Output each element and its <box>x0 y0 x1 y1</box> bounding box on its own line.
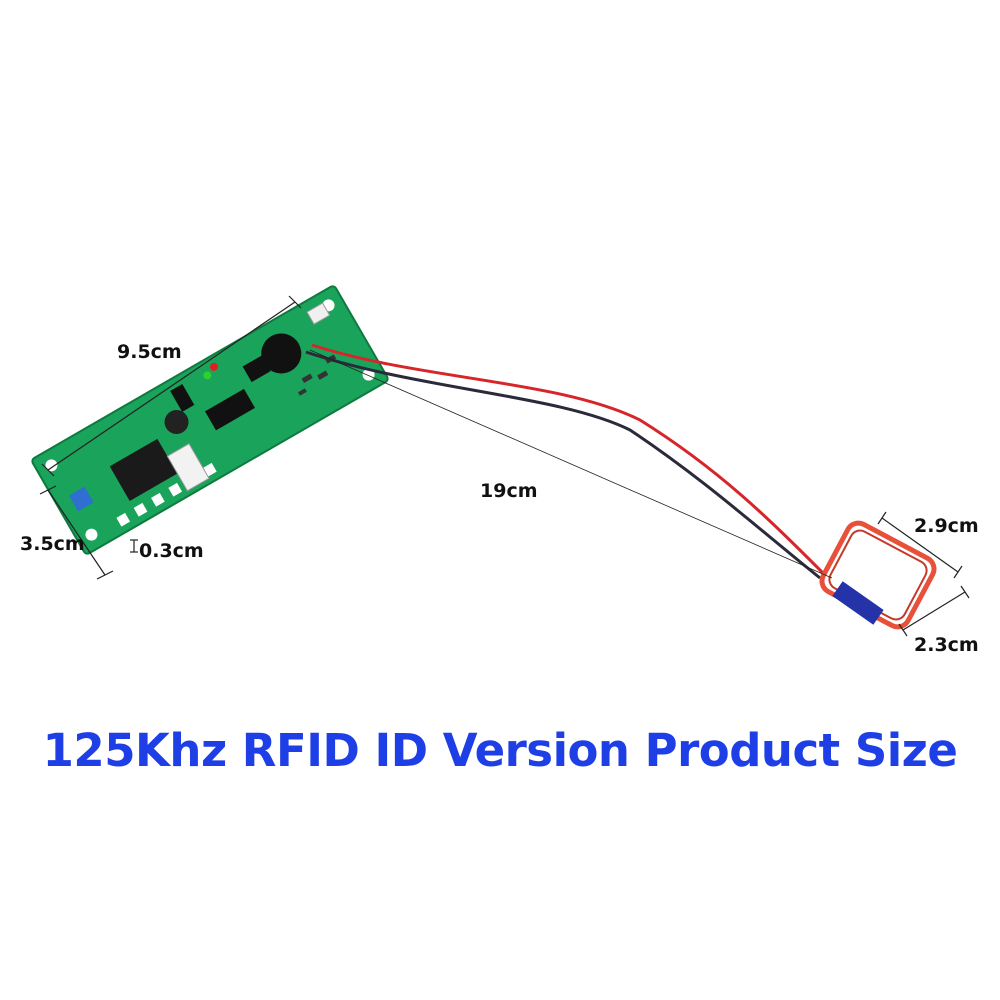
potentiometer <box>68 486 94 512</box>
board-thickness-label: 0.3cm <box>139 540 204 562</box>
rfid-controller-board <box>31 285 389 555</box>
product-size-caption: 125Khz RFID ID Version Product Size <box>42 724 958 777</box>
buzzer <box>261 333 302 374</box>
antenna-width-label: 2.9cm <box>914 515 979 537</box>
relay <box>109 438 178 501</box>
dimension-lines <box>39 295 970 637</box>
wire-red <box>311 343 827 577</box>
capacitor <box>164 410 189 435</box>
wire-black <box>305 350 821 580</box>
smd-components <box>297 354 337 396</box>
jumper-header <box>170 384 195 412</box>
board-length-label: 9.5cm <box>117 341 182 363</box>
antenna-connector <box>306 302 331 325</box>
cable-length-label: 19cm <box>480 480 538 502</box>
board-width-label: 3.5cm <box>20 533 85 555</box>
antenna-height-label: 2.3cm <box>914 634 979 656</box>
terminal-connector <box>166 442 210 492</box>
led-green <box>203 371 212 380</box>
led-red <box>209 362 218 371</box>
heat-shrink-tube <box>832 581 884 625</box>
ic-chip <box>205 388 255 431</box>
